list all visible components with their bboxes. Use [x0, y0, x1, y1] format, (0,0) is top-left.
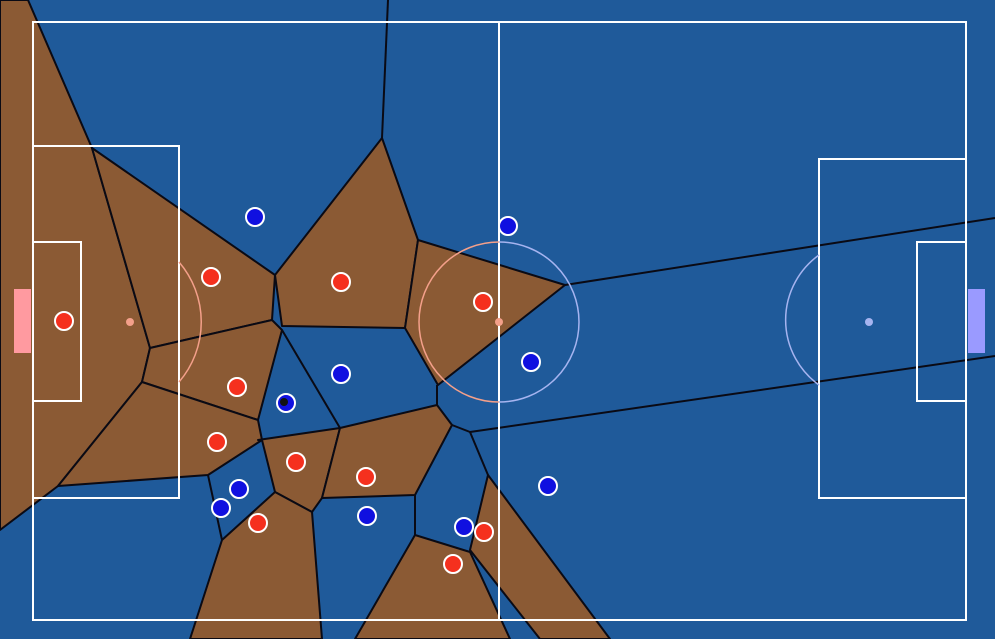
red-player — [443, 554, 463, 574]
edge-right-upper — [564, 217, 995, 286]
blue-player — [211, 498, 231, 518]
region-red-bottom-left — [189, 491, 323, 639]
left-penalty-arc — [178, 261, 202, 383]
right-penalty-arc — [784, 254, 820, 386]
blue-player — [331, 364, 351, 384]
red-player — [201, 267, 221, 287]
blue-player — [229, 479, 249, 499]
red-player — [331, 272, 351, 292]
region-red-bottom-center — [354, 534, 511, 639]
ball — [280, 398, 288, 406]
center-spot — [495, 318, 503, 326]
center-circle-left-half — [418, 241, 500, 403]
center-circle-right-half — [498, 241, 580, 403]
left-penalty-spot — [126, 318, 134, 326]
edge-mid-6 — [469, 431, 489, 476]
blue-player — [538, 476, 558, 496]
edge-right-lower — [469, 355, 995, 433]
blue-player — [357, 506, 377, 526]
region-red-bottom-right — [469, 474, 611, 639]
red-player — [286, 452, 306, 472]
red-regions — [0, 0, 611, 639]
red-player — [207, 432, 227, 452]
red-player — [356, 467, 376, 487]
blue-goal — [968, 289, 985, 353]
red-team — [54, 267, 494, 574]
blue-team — [211, 207, 558, 537]
blue-region-edges — [207, 0, 995, 541]
right-goal-box — [916, 241, 967, 402]
red-player — [473, 292, 493, 312]
red-player — [227, 377, 247, 397]
red-player — [474, 522, 494, 542]
blue-player — [521, 352, 541, 372]
right-penalty-spot — [865, 318, 873, 326]
region-red-left-low — [57, 381, 263, 487]
region-red-center-low — [321, 404, 453, 499]
blue-player — [498, 216, 518, 236]
edge-mid-3 — [281, 329, 341, 429]
red-player — [248, 513, 268, 533]
blue-player — [245, 207, 265, 227]
blue-player — [454, 517, 474, 537]
region-red-left-mid — [141, 319, 283, 421]
edge-mid-2 — [451, 424, 471, 433]
left-goal-box — [32, 241, 82, 402]
red-player — [54, 311, 74, 331]
red-goal — [14, 289, 31, 353]
